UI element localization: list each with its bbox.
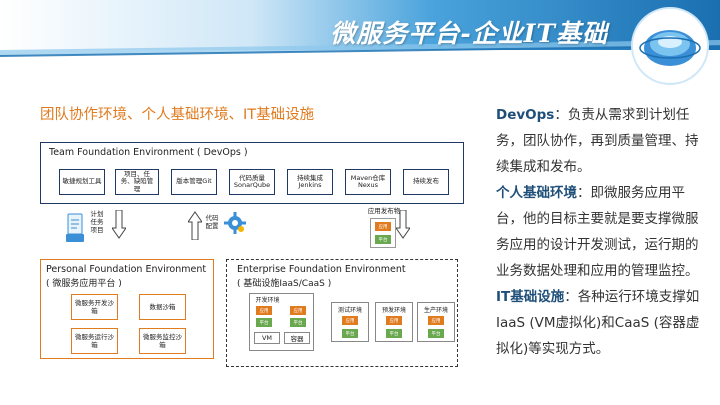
vm-box: VM bbox=[254, 332, 280, 344]
globe-logo-icon bbox=[631, 7, 709, 85]
pfe-title: Personal Foundation Environment bbox=[46, 264, 207, 275]
description-text: DevOps：负责从需求到计划任务，团队协作，再到质量管理、持续集成和发布。 个… bbox=[496, 102, 710, 362]
personal-foundation-box: Personal Foundation Environment ( 微服务应用平… bbox=[40, 259, 214, 359]
devops-description: ：负责从需求到计划任务，团队协作，再到质量管理、持续集成和发布。 bbox=[496, 107, 699, 175]
code-config-label: 代码配置 bbox=[205, 214, 219, 230]
pfe-subtitle: ( 微服务应用平台 ) bbox=[46, 279, 122, 289]
devops-keyword: DevOps bbox=[496, 107, 555, 123]
plan-task-label: 计划任务项目 bbox=[90, 210, 104, 234]
platform-chip: 平台 bbox=[386, 329, 402, 338]
personal-env-description: ：即微服务应用平台，他的目标主要就是要支撑微服务应用的设计开发测试，运行期的业务… bbox=[496, 185, 699, 279]
app-chip: 应用 bbox=[342, 316, 358, 325]
header-band: 微服务平台-企业IT基础 bbox=[0, 0, 720, 85]
test-environment-box: 测试环境 应用 平台 bbox=[331, 302, 369, 342]
app-chip: 应用 bbox=[386, 316, 402, 325]
efe-subtitle: ( 基础设施IaaS/CaaS ) bbox=[237, 279, 332, 289]
personal-env-keyword: 个人基础环境 bbox=[496, 185, 577, 201]
dev-environment-box: 开发环境 应用 平台 应用 平台 VM 容器 bbox=[249, 293, 314, 351]
tool-nexus: Maven仓库Nexus bbox=[345, 169, 391, 195]
efe-title: Enterprise Foundation Environment bbox=[237, 264, 406, 275]
test-env-label: 测试环境 bbox=[337, 307, 362, 314]
it-infra-paragraph: IT基础设施：各种运行环境支撑如IaaS (VM虚拟化)和CaaS (容器虚拟化… bbox=[496, 284, 710, 362]
it-infra-description: ：各种运行环境支撑如IaaS (VM虚拟化)和CaaS (容器虚拟化)等实现方式… bbox=[496, 289, 700, 357]
release-platform-chip: 平台 bbox=[375, 235, 391, 244]
app-chip: 应用 bbox=[256, 306, 272, 315]
tfe-title: Team Foundation Environment ( DevOps ) bbox=[49, 147, 248, 158]
staging-environment-box: 预发环境 应用 平台 bbox=[375, 302, 413, 342]
tool-sonarqube: 代码质量SonarQube bbox=[229, 169, 275, 195]
tool-continuous-release: 持续发布 bbox=[403, 169, 449, 195]
sandbox-dev: 微服务开发沙箱 bbox=[71, 294, 118, 320]
platform-chip: 平台 bbox=[290, 318, 306, 327]
tool-git: 版本管理Git bbox=[171, 169, 217, 195]
sandbox-monitor: 微服务监控沙箱 bbox=[139, 328, 186, 354]
production-environment-box: 生产环境 应用 平台 bbox=[417, 302, 455, 342]
task-document-icon bbox=[66, 213, 84, 242]
up-arrow-icon bbox=[188, 211, 202, 240]
staging-env-label: 预发环境 bbox=[381, 307, 406, 314]
tool-issue-tracking: 项目、任务、缺陷管理 bbox=[115, 169, 159, 195]
devops-paragraph: DevOps：负责从需求到计划任务，团队协作，再到质量管理、持续集成和发布。 bbox=[496, 102, 710, 180]
sandbox-runtime: 微服务运行沙箱 bbox=[71, 328, 118, 354]
container-box: 容器 bbox=[284, 332, 310, 344]
dev-env-label: 开发环境 bbox=[255, 297, 280, 304]
team-foundation-box: Team Foundation Environment ( DevOps ) 敏… bbox=[40, 142, 464, 204]
platform-chip: 平台 bbox=[428, 329, 444, 338]
tool-row: 敏捷规划工具 项目、任务、缺陷管理 版本管理Git 代码质量SonarQube … bbox=[59, 169, 463, 197]
release-app-chip: 应用 bbox=[375, 222, 391, 231]
app-chip: 应用 bbox=[428, 316, 444, 325]
app-chip: 应用 bbox=[290, 306, 306, 315]
release-artifact-box: 应用 平台 bbox=[370, 218, 396, 248]
platform-chip: 平台 bbox=[342, 329, 358, 338]
platform-chip: 平台 bbox=[256, 318, 272, 327]
tool-jenkins: 持续集成Jenkins bbox=[287, 169, 333, 195]
sandbox-data: 数据沙箱 bbox=[139, 294, 186, 320]
architecture-diagram: 团队协作环境、个人基础环境、IT基础设施 Team Foundation Env… bbox=[30, 96, 470, 396]
diagram-heading: 团队协作环境、个人基础环境、IT基础设施 bbox=[40, 107, 315, 123]
down-arrow-icon bbox=[396, 210, 410, 239]
tool-agile-planning: 敏捷规划工具 bbox=[59, 169, 105, 195]
production-env-label: 生产环境 bbox=[423, 307, 448, 314]
it-infra-keyword: IT基础设施 bbox=[496, 289, 565, 305]
page-title: 微服务平台-企业IT基础 bbox=[330, 19, 608, 48]
enterprise-foundation-box: Enterprise Foundation Environment ( 基础设施… bbox=[226, 259, 458, 367]
personal-env-paragraph: 个人基础环境：即微服务应用平台，他的目标主要就是要支撑微服务应用的设计开发测试，… bbox=[496, 180, 710, 284]
release-artifact-label: 应用发布物 bbox=[367, 207, 401, 215]
down-arrow-icon bbox=[112, 210, 126, 239]
gear-icon bbox=[224, 212, 246, 234]
header-background bbox=[0, 0, 720, 57]
connector-area: 计划任务项目 代码配置 应用发布物 应用 平台 bbox=[30, 206, 470, 256]
